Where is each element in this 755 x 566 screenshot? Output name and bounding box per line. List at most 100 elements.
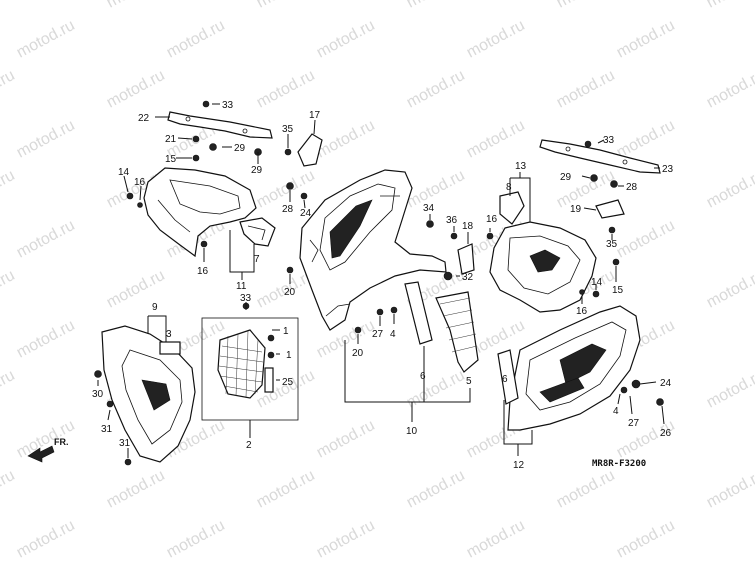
watermark-text: motod.ru [254, 467, 318, 512]
watermark-text: motod.ru [0, 67, 18, 112]
clip-30 [94, 370, 102, 378]
fasteners [94, 100, 664, 466]
cover-detail [247, 225, 266, 241]
callout-11: 11 [236, 281, 247, 292]
bolt-33 [202, 100, 210, 108]
callout-32: 32 [462, 272, 474, 283]
watermark-text: motod.ru [104, 0, 168, 12]
callout-27: 27 [372, 329, 384, 340]
callout-19: 19 [570, 204, 582, 215]
watermark-text: motod.ru [314, 17, 378, 62]
watermark-text: motod.ru [254, 67, 318, 112]
grommet-1 [267, 334, 275, 342]
callout-27: 27 [628, 418, 640, 429]
watermark-text: motod.ru [314, 417, 378, 462]
watermark-text: motod.ru [704, 267, 755, 312]
nut-29 [590, 174, 598, 182]
callout-20: 20 [352, 348, 364, 359]
clip-28 [286, 182, 294, 190]
nut-29 [209, 143, 217, 151]
cowl-inner-line [319, 183, 396, 271]
grommet-32 [443, 271, 453, 281]
pin-25 [264, 367, 274, 393]
nut-34 [426, 220, 434, 228]
callout-6: 6 [502, 374, 508, 385]
cowl-vent [329, 199, 373, 259]
watermark-text: motod.ru [254, 0, 318, 12]
callout-7: 7 [254, 254, 260, 265]
watermark-text: motod.ru [614, 117, 678, 162]
bolt-14 [592, 290, 600, 298]
callout-25: 25 [282, 377, 294, 388]
watermark-text: motod.ru [14, 117, 78, 162]
panel-5-texture [439, 297, 478, 353]
bracket-19 [595, 199, 625, 219]
clip-28 [610, 180, 618, 188]
cowl-12-inner [525, 321, 627, 411]
grommet-24 [631, 379, 641, 389]
callout-3: 3 [166, 329, 172, 340]
callout-1: 1 [283, 326, 289, 337]
cowl-detail [309, 239, 319, 263]
watermark-text: motod.ru [14, 17, 78, 62]
callout-33: 33 [240, 293, 252, 304]
watermark-text: motod.ru [464, 517, 528, 562]
watermark-text: motod.ru [0, 467, 18, 512]
callout-28: 28 [626, 182, 638, 193]
bolt-33 [584, 140, 592, 148]
bracket-hole [242, 128, 248, 134]
flap-8 [499, 191, 525, 225]
callout-21: 21 [165, 134, 177, 145]
cowl-detail [325, 303, 351, 317]
watermark-text: motod.ru [0, 367, 18, 412]
watermark-text: motod.ru [704, 467, 755, 512]
diagram-code: MR8R-F3200 [592, 459, 646, 469]
arrow-icon [27, 445, 55, 463]
clip-4 [620, 386, 628, 394]
watermark-text: motod.ru [104, 267, 168, 312]
clip-16 [486, 232, 494, 240]
watermark-text: motod.ru [704, 67, 755, 112]
callout-24: 24 [300, 208, 312, 219]
callout-5: 5 [466, 376, 472, 387]
callout-29: 29 [234, 143, 246, 154]
watermark-text: motod.ru [464, 17, 528, 62]
callout-34: 34 [423, 203, 435, 214]
watermark-text: motod.ru [404, 467, 468, 512]
watermark-text: motod.ru [614, 17, 678, 62]
callout-16: 16 [486, 214, 498, 225]
clip-35 [608, 226, 616, 234]
watermark-text: motod.ru [14, 517, 78, 562]
callout-28: 28 [282, 204, 294, 215]
watermark-text: motod.ru [14, 217, 78, 262]
watermark-text: motod.ru [14, 317, 78, 362]
bolt-26 [656, 398, 664, 406]
callout-33: 33 [222, 100, 234, 111]
callout-30: 30 [92, 389, 104, 400]
bolt-31 [106, 400, 114, 408]
watermark-text: motod.ru [704, 0, 755, 12]
callout-17: 17 [309, 110, 321, 121]
grille-2-mesh [218, 330, 264, 398]
clip-21 [192, 135, 200, 143]
watermark-text: motod.ru [0, 0, 18, 12]
bolt-20 [286, 266, 294, 274]
cowl-12-graphic [559, 343, 607, 385]
clip-4 [390, 306, 398, 314]
watermark-text: motod.ru [104, 467, 168, 512]
cowl-12-graphic [539, 377, 585, 403]
bracket-22 [167, 111, 273, 139]
callout-31: 31 [119, 438, 131, 449]
callout-33: 33 [603, 135, 615, 146]
clip-36 [450, 232, 458, 240]
panel-detail [169, 179, 241, 215]
watermark-text: motod.ru [314, 117, 378, 162]
watermark-text: motod.ru [0, 267, 18, 312]
clip-16 [200, 240, 208, 248]
callout-9: 9 [152, 302, 158, 313]
callout-15: 15 [165, 154, 177, 165]
panel-9-inner [121, 349, 183, 445]
callout-35: 35 [282, 124, 294, 135]
